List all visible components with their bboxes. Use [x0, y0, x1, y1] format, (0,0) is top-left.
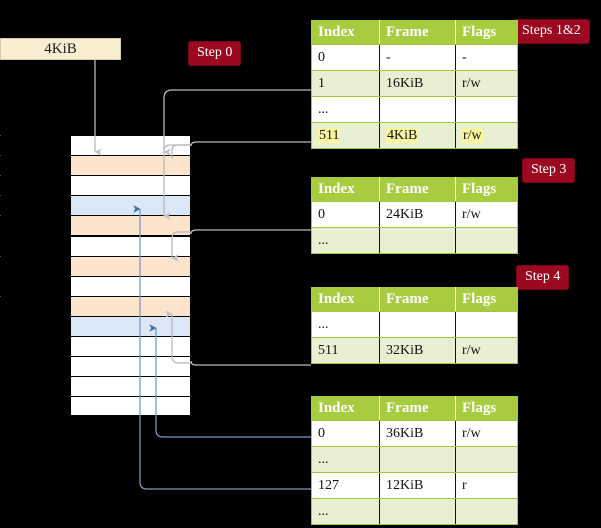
- column-header-index: Index: [311, 287, 380, 312]
- table-cell-frame: 4KiB: [379, 122, 456, 149]
- table-row: ...: [311, 446, 518, 473]
- memory-frame-row: [70, 356, 191, 377]
- column-header-frame: Frame: [379, 287, 456, 312]
- table-row: ...: [311, 498, 518, 525]
- table-cell-frame: 12KiB: [379, 472, 456, 499]
- badge-step-0-text: Step 0: [197, 45, 233, 60]
- memory-frame-row: [70, 175, 191, 196]
- table-cell-index: 0: [311, 44, 380, 71]
- memory-frame-row: [70, 376, 191, 397]
- badge-step-0: Step 0: [188, 41, 242, 66]
- column-header-index: Index: [311, 396, 380, 421]
- table-cell-index: ...: [311, 227, 380, 254]
- table-cell-index: 0: [311, 201, 380, 228]
- memory-tick-mark: [0, 175, 1, 177]
- memory-frame-row: [70, 396, 191, 417]
- page-label-box: 4KiB: [0, 38, 121, 60]
- badge-steps-1-2: Steps 1&2: [513, 19, 590, 44]
- table-cell-flags: [455, 96, 518, 123]
- table-cell-index: ...: [311, 96, 380, 123]
- table-cell-flags: [455, 446, 518, 473]
- table-cell-flags: -: [455, 44, 518, 71]
- table-cell-flags: r: [455, 472, 518, 499]
- memory-tick-mark: [0, 195, 1, 197]
- column-header-index: Index: [311, 20, 380, 45]
- table-cell-flags: [455, 498, 518, 525]
- column-header-frame: Frame: [379, 396, 456, 421]
- memory-tick-mark: [0, 135, 1, 136]
- column-header-flags: Flags: [455, 20, 518, 45]
- badge-step-4: Step 4: [516, 265, 570, 290]
- badge-step-3: Step 3: [522, 158, 576, 183]
- table-cell-index: ...: [311, 498, 380, 525]
- table-cell-flags: [455, 311, 518, 338]
- badge-step-3-text: Step 3: [531, 162, 567, 177]
- table-cell-frame: [379, 96, 456, 123]
- table-cell-frame: [379, 498, 456, 525]
- page-label-text: 4KiB: [44, 40, 77, 57]
- table-cell-flags: [455, 227, 518, 254]
- column-header-frame: Frame: [379, 177, 456, 202]
- memory-tick-mark: [0, 215, 1, 217]
- column-header-index: Index: [311, 177, 380, 202]
- table-row: ...: [311, 227, 518, 254]
- table-cell-index: 0: [311, 420, 380, 447]
- column-header-flags: Flags: [455, 177, 518, 202]
- memory-frame-row: [70, 195, 191, 216]
- table-row: 0--: [311, 44, 518, 71]
- memory-frame-row: [70, 295, 191, 316]
- table-cell-frame: 24KiB: [379, 201, 456, 228]
- table-cell-flags: r/w: [455, 201, 518, 228]
- table-cell-index: 511: [311, 122, 380, 149]
- table-cell-frame: 36KiB: [379, 420, 456, 447]
- table-cell-index: ...: [311, 446, 380, 473]
- memory-frame-row: [70, 275, 191, 296]
- table-cell-flags: r/w: [455, 420, 518, 447]
- table-cell-index: 127: [311, 472, 380, 499]
- badge-step-4-text: Step 4: [525, 269, 561, 284]
- table-row: ...: [311, 311, 518, 338]
- column-header-frame: Frame: [379, 20, 456, 45]
- table-cell-frame: [379, 227, 456, 254]
- physical-memory-column: [70, 135, 191, 417]
- table-row: ...: [311, 96, 518, 123]
- memory-frame-row: [70, 235, 191, 256]
- table-cell-frame: -: [379, 44, 456, 71]
- memory-frame-row: [70, 155, 191, 176]
- memory-tick-mark: [0, 295, 1, 297]
- table-cell-frame: 16KiB: [379, 70, 456, 97]
- memory-frame-row: [70, 315, 191, 336]
- table-cell-frame: [379, 446, 456, 473]
- memory-tick-mark: [0, 255, 1, 257]
- memory-tick-mark: [0, 155, 1, 157]
- badge-steps-1-2-text: Steps 1&2: [522, 23, 581, 38]
- memory-frame-row: [70, 135, 191, 156]
- table-cell-index: 1: [311, 70, 380, 97]
- table-cell-frame: 32KiB: [379, 337, 456, 364]
- table-cell-flags: r/w: [455, 70, 518, 97]
- column-header-flags: Flags: [455, 396, 518, 421]
- memory-frame-row: [70, 215, 191, 236]
- table-cell-flags: r/w: [455, 122, 518, 149]
- table-cell-frame: [379, 311, 456, 338]
- table-cell-index: ...: [311, 311, 380, 338]
- table-cell-index: 511: [311, 337, 380, 364]
- memory-frame-row: [70, 255, 191, 276]
- table-cell-flags: r/w: [455, 337, 518, 364]
- column-header-flags: Flags: [455, 287, 518, 312]
- memory-frame-row: [70, 336, 191, 357]
